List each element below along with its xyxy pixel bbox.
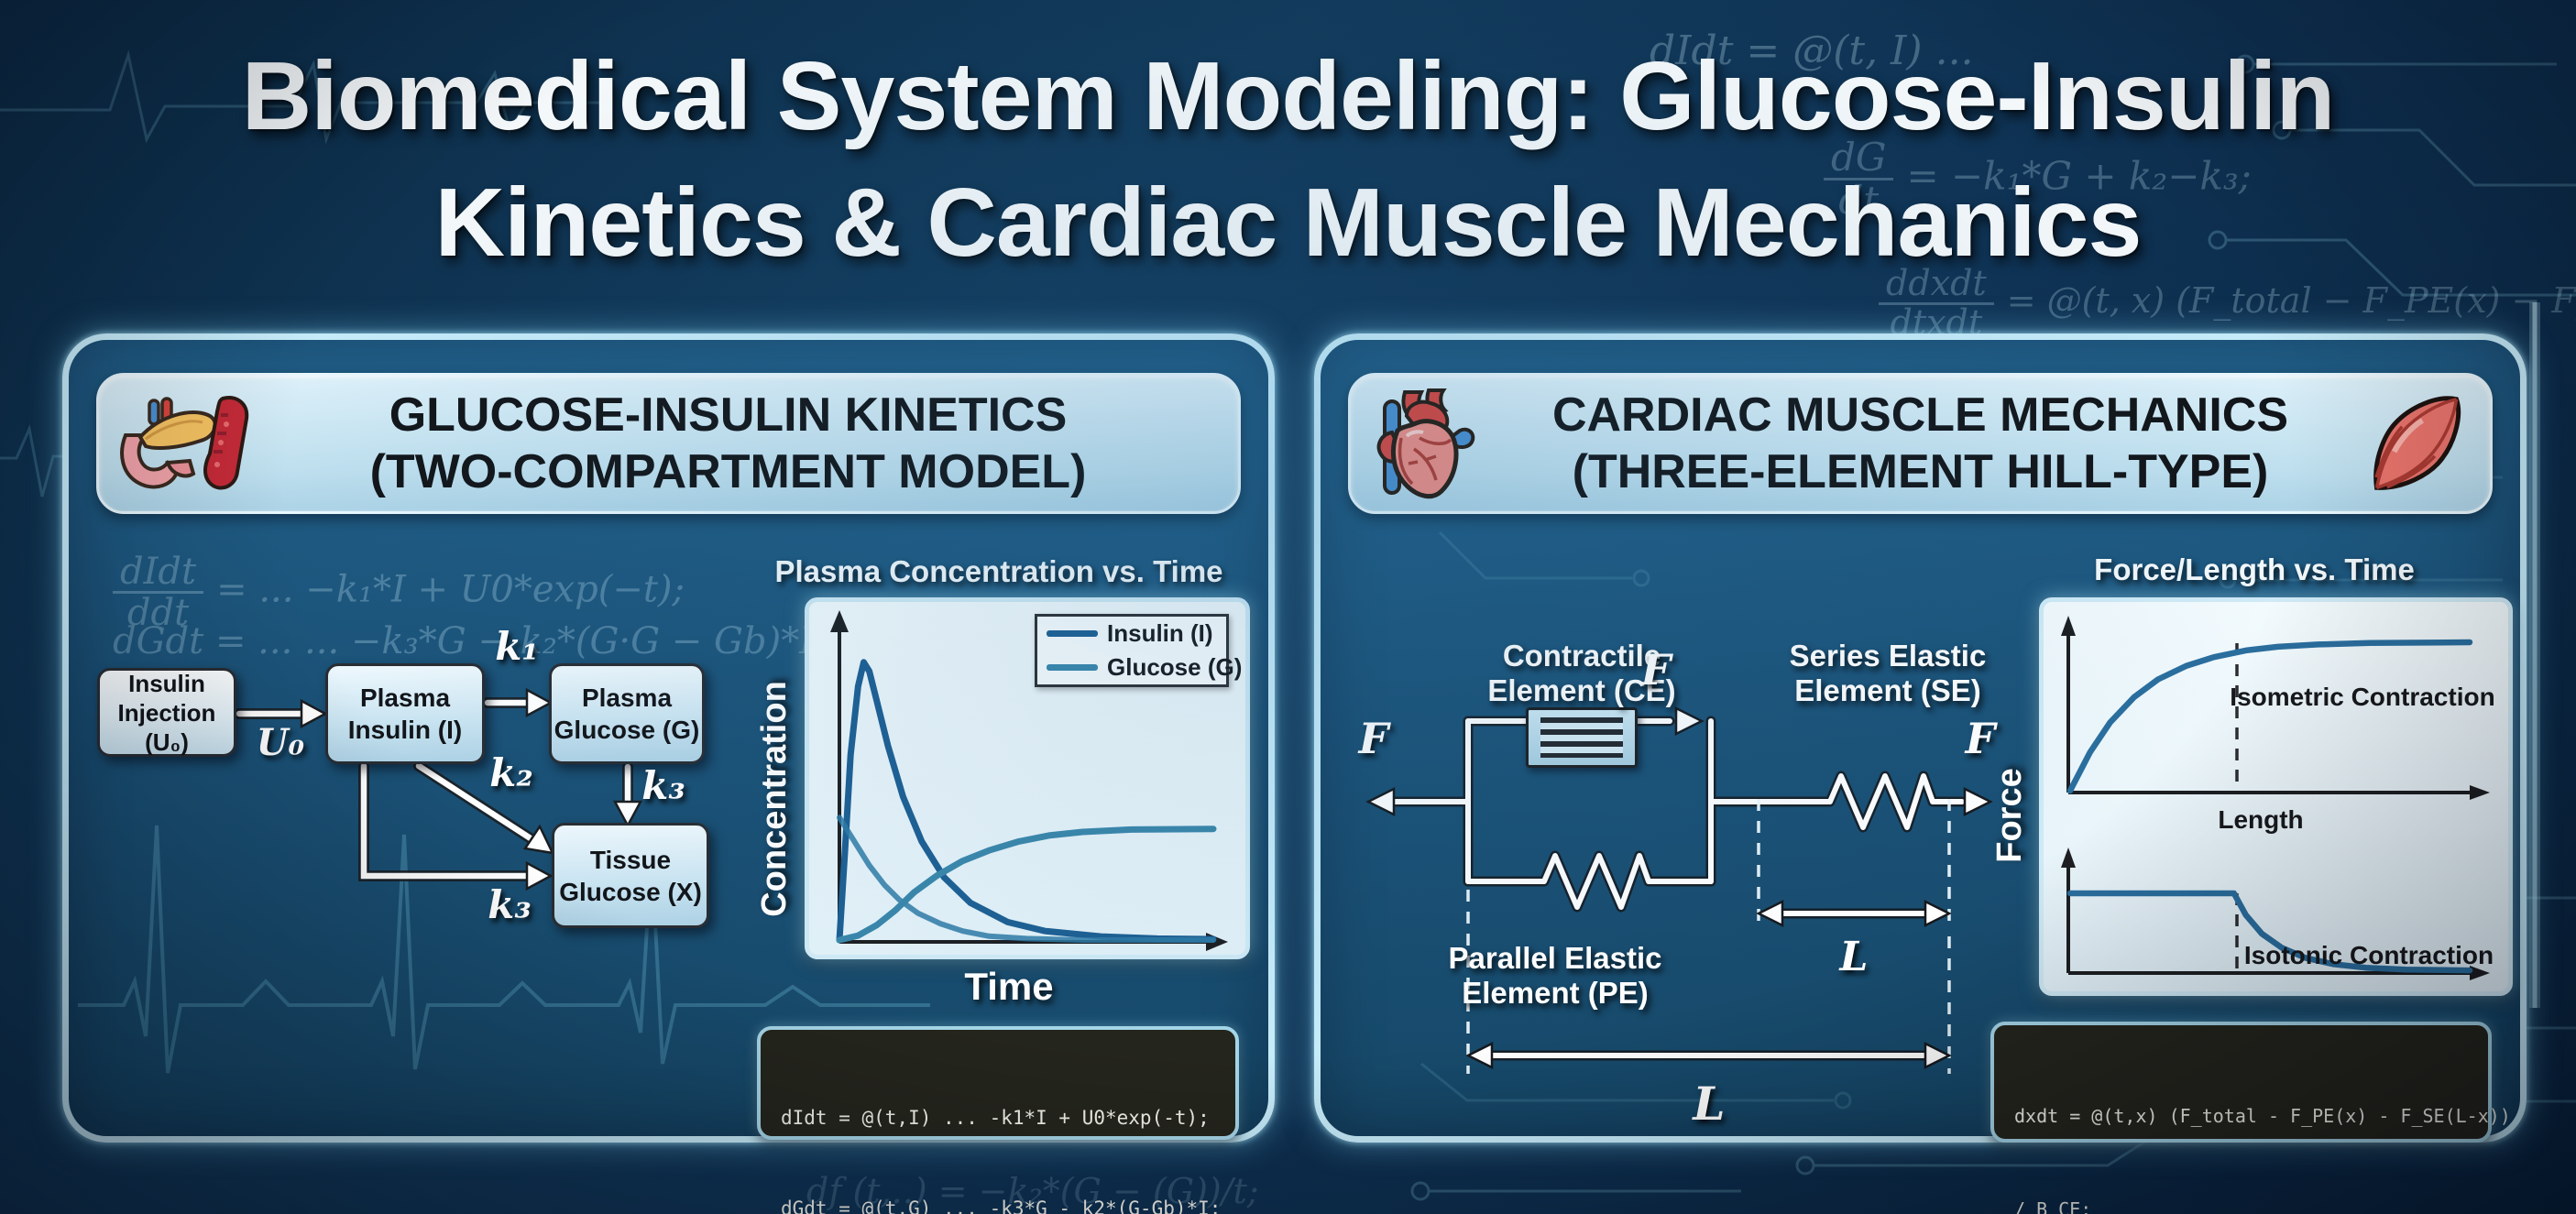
cardiac-muscle-panel: CARDIAC MUSCLE MECHANICS (THREE-ELEMENT … (1314, 334, 2527, 1214)
force-label-right: F (1965, 714, 1996, 763)
faint-equation-left-2: dGdt = ... ... −k₃*G − k₂*(G·G − Gb)*I; (113, 620, 827, 662)
right-panel-title: CARDIAC MUSCLE MECHANICS (THREE-ELEMENT … (1551, 388, 2289, 498)
curve-isotonic (2066, 890, 2473, 974)
faint-equation-bottom: df (t,..) = −k₂*(G − (G))/t; (806, 1171, 1259, 1211)
force-label-left: F (1358, 714, 1389, 763)
right-code-box: dxdt = @(t,x) (F_total - F_PE(x) - F_SE(… (1990, 1022, 2511, 1214)
flow-box-plasma-insulin: Plasma Insulin (I) (325, 663, 485, 764)
flow-label-k3-elbow: k₃ (488, 882, 532, 927)
page-title: Biomedical System Modeling: Glucose-Insu… (0, 33, 2576, 286)
glucose-line-swatch (1047, 664, 1098, 671)
faint-equation-top-right-1: dIdt = @(t, I) ... (1650, 27, 1974, 74)
flow-label-k2: k₂ (489, 750, 533, 795)
isometric-annotation: Isometric Contraction (2230, 683, 2495, 711)
left-chart-title: Plasma Concentration vs. Time (774, 554, 1223, 588)
ce-stripes (1540, 717, 1624, 758)
length-label-se: L (1839, 934, 1869, 980)
muscle-icon (2373, 396, 2461, 490)
page-title-line2: Kinetics & Cardiac Muscle Mechanics (434, 169, 2143, 277)
flow-box-insulin-injection: Insulin Injection (U₀) (97, 668, 236, 757)
legend-item-glucose: Glucose (G) (1047, 653, 1242, 682)
left-chart-ylabel: Concentration (755, 681, 794, 917)
left-chart-xlabel: Time (964, 965, 1054, 1008)
heart-icon (1376, 388, 1475, 499)
ce-label: Contractile Element (CE) (1487, 639, 1676, 707)
contractile-element-box (1526, 707, 1638, 768)
pancreas-icon (120, 396, 249, 490)
left-panel-title: GLUCOSE-INSULIN KINETICS (TWO-COMPARTMEN… (369, 388, 1087, 498)
flow-label-k1: k₁ (495, 624, 539, 669)
left-chart-legend: Insulin (I) Glucose (G) (1035, 614, 1242, 687)
flow-label-u0: U₀ (256, 721, 305, 764)
left-chart-svg (830, 610, 1228, 951)
insulin-line-swatch (1047, 630, 1098, 637)
pe-label: Parallel Elastic Element (PE) (1448, 941, 1662, 1010)
flow-box-tissue-glucose: Tissue Glucose (X) (552, 823, 709, 928)
flow-label-k3-down: k₃ (641, 763, 685, 808)
right-chart-svg (2061, 616, 2490, 980)
legend-item-insulin: Insulin (I) (1047, 619, 1217, 648)
glucose-insulin-panel: GLUCOSE-INSULIN KINETICS (TWO-COMPARTMEN… (62, 334, 1275, 1214)
curve-isometric (2066, 639, 2473, 794)
curve-glucose (836, 826, 1217, 944)
left-chart-card: Insulin (I) Glucose (G) (805, 597, 1250, 959)
length-label-total: L (1693, 1077, 1726, 1131)
right-panel-header: CARDIAC MUSCLE MECHANICS (THREE-ELEMENT … (1348, 373, 2493, 514)
left-code-box: dIdt = @(t,I) ... -k1*I + U0*exp(-t); dG… (757, 1026, 1239, 1214)
flow-diagram-arrows (234, 687, 643, 891)
isotonic-annotation: Isotonic Contraction (2243, 941, 2494, 969)
ecg-trace-decoration (78, 825, 930, 1074)
curve-unlabeled-decay (837, 815, 1216, 943)
right-chart-title: Force/Length vs. Time (2094, 552, 2415, 586)
left-panel-header: GLUCOSE-INSULIN KINETICS (TWO-COMPARTMEN… (96, 373, 1241, 514)
right-chart-card: Isometric Contraction Length Isotonic Co… (2039, 597, 2513, 996)
se-label: Series Elastic Element (SE) (1789, 639, 1987, 707)
flow-box-plasma-glucose: Plasma Glucose (G) (549, 663, 705, 764)
page-title-line1: Biomedical System Modeling: Glucose-Insu… (241, 42, 2336, 150)
curve-insulin (836, 659, 1217, 944)
right-chart-ylabel: Force (1990, 768, 2029, 863)
right-top-xlabel: Length (2218, 805, 2304, 834)
force-label-top: F (1640, 645, 1672, 694)
